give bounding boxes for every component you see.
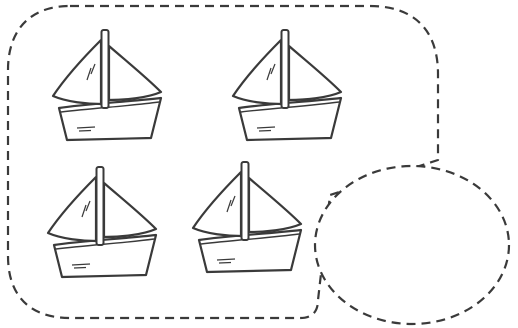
sailboat-icon xyxy=(53,30,161,140)
sailboat-icon xyxy=(48,167,156,277)
answer-circle[interactable] xyxy=(315,166,509,324)
sailboat-icon xyxy=(233,30,341,140)
sailboat-icon xyxy=(193,162,301,272)
